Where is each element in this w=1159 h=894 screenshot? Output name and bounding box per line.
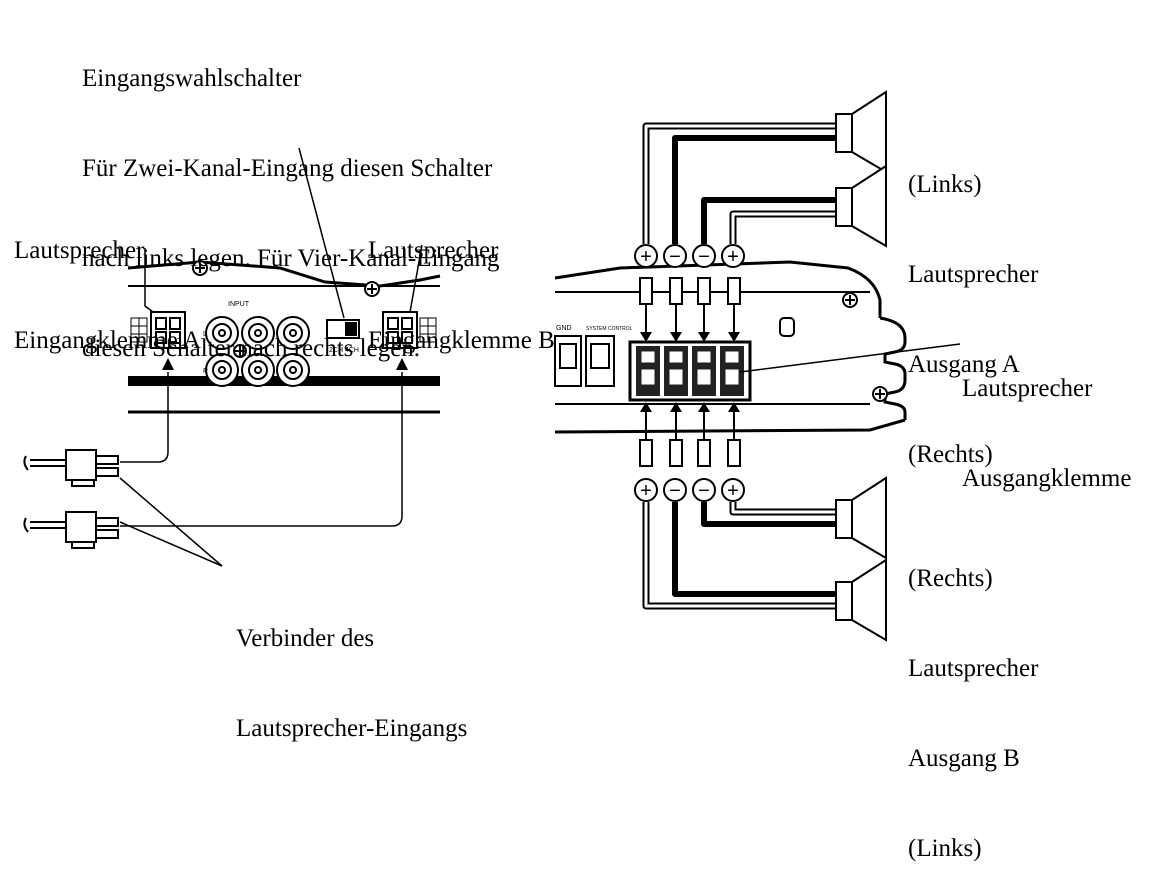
input-b-line-1: Lautsprecher	[368, 237, 499, 264]
input-arrows	[162, 358, 408, 370]
output-terminal-label: Lautsprecher Ausgangklemme	[962, 314, 1131, 524]
output-b-line-1: (Rechts)	[908, 565, 993, 592]
speaker-b-left	[835, 558, 887, 642]
output-b-line-4: (Links)	[908, 835, 982, 862]
input-terminal-b-label: Lautsprecher Eingangklemme B	[368, 176, 555, 386]
output-a-line-1: (Links)	[908, 171, 982, 198]
speaker-output-a-label: (Links) Lautsprecher Ausgang A (Rechts)	[908, 110, 1038, 500]
input-panel-label: INPUT	[228, 301, 250, 308]
rca-right-label: R	[203, 368, 208, 375]
right-amplifier-body	[554, 260, 907, 434]
polarity-top-sign-4: +	[727, 246, 739, 268]
wiring-diagram: INPUT 2CH 4CH L R	[14, 4, 1131, 862]
polarity-top-4	[721, 244, 745, 268]
polarity-bottom-sign-3: −	[698, 480, 710, 502]
connector-line-1: Verbinder des	[236, 625, 375, 652]
switch-panel-label: 2CH 4CH	[329, 347, 359, 354]
speaker-output-b-label: (Rechts) Lautsprecher Ausgang B (Links)	[908, 504, 1038, 894]
input-connector-label: Verbinder des Lautsprecher-Eingangs	[236, 564, 467, 774]
polarity-bottom-4	[721, 478, 745, 502]
polarity-top: + − − +	[634, 244, 745, 268]
output-a-line-3: Ausgang A	[908, 351, 1020, 378]
system-control-panel-label: SYSTEM CONTROL	[586, 326, 633, 332]
input-terminal-a-label: Lautsprecher Eingangklemme A	[14, 176, 201, 386]
polarity-top-sign-1: +	[640, 246, 652, 268]
polarity-bottom-3	[692, 478, 716, 502]
connector-plug-1	[23, 449, 119, 487]
diagram-svg: INPUT 2CH 4CH L R	[23, 90, 961, 642]
polarity-bottom-sign-2: −	[669, 480, 681, 502]
polarity-top-3	[692, 244, 716, 268]
top-output-arrows	[640, 332, 740, 342]
polarity-bottom-1	[634, 478, 658, 502]
output-terminal-line-2: Ausgangklemme	[962, 465, 1132, 492]
bottom-output-plugs	[639, 404, 741, 467]
speaker-wires-top	[642, 122, 836, 244]
connector-plug-2	[23, 511, 119, 549]
output-b-line-2: Lautsprecher	[908, 655, 1039, 682]
speaker-a-right	[835, 164, 887, 248]
left-leader-lines	[119, 147, 423, 567]
output-terminal-line-1: Lautsprecher	[962, 375, 1093, 402]
polarity-bottom-sign-1: +	[640, 480, 652, 502]
output-a-line-2: Lautsprecher	[908, 261, 1039, 288]
top-output-plugs	[639, 277, 741, 336]
polarity-top-2	[663, 244, 687, 268]
input-a-line-1: Lautsprecher	[14, 237, 145, 264]
speaker-wires-bottom	[642, 502, 836, 610]
speaker-a-left	[835, 90, 887, 174]
polarity-bottom: + − − +	[634, 478, 745, 502]
polarity-bottom-sign-4: +	[727, 480, 739, 502]
left-amplifier-panel	[127, 260, 441, 414]
left-panel-labels: INPUT 2CH 4CH L R	[203, 301, 359, 375]
polarity-top-1	[634, 244, 658, 268]
output-a-line-4: (Rechts)	[908, 441, 993, 468]
input-a-line-2: Eingangklemme A	[14, 327, 201, 354]
speaker-b-right	[835, 476, 887, 560]
right-panel-labels: GND SYSTEM CONTROL	[556, 325, 633, 332]
selector-line-1: Für Zwei-Kanal-Eingang diesen Schalter	[82, 155, 493, 182]
input-b-line-2: Eingangklemme B	[368, 327, 555, 354]
connector-line-2: Lautsprecher-Eingangs	[236, 715, 468, 742]
polarity-top-sign-3: −	[698, 246, 710, 268]
polarity-top-sign-2: −	[669, 246, 681, 268]
rca-left-label: L	[203, 331, 207, 338]
output-terminal-leader	[739, 343, 961, 373]
selector-line-2: nach links legen. Für Vier-Kanal-Eingang	[82, 245, 500, 272]
output-b-line-3: Ausgang B	[908, 745, 1020, 772]
polarity-bottom-2	[663, 478, 687, 502]
gnd-panel-label: GND	[556, 325, 572, 332]
selector-line-3: diesen Schalter nach rechts legen.	[82, 335, 421, 362]
bottom-output-arrows	[640, 402, 740, 412]
selector-title: Eingangswahlschalter	[82, 65, 302, 92]
input-cables	[120, 372, 403, 527]
selector-switch-label: Eingangswahlschalter Für Zwei-Kanal-Eing…	[82, 4, 500, 394]
